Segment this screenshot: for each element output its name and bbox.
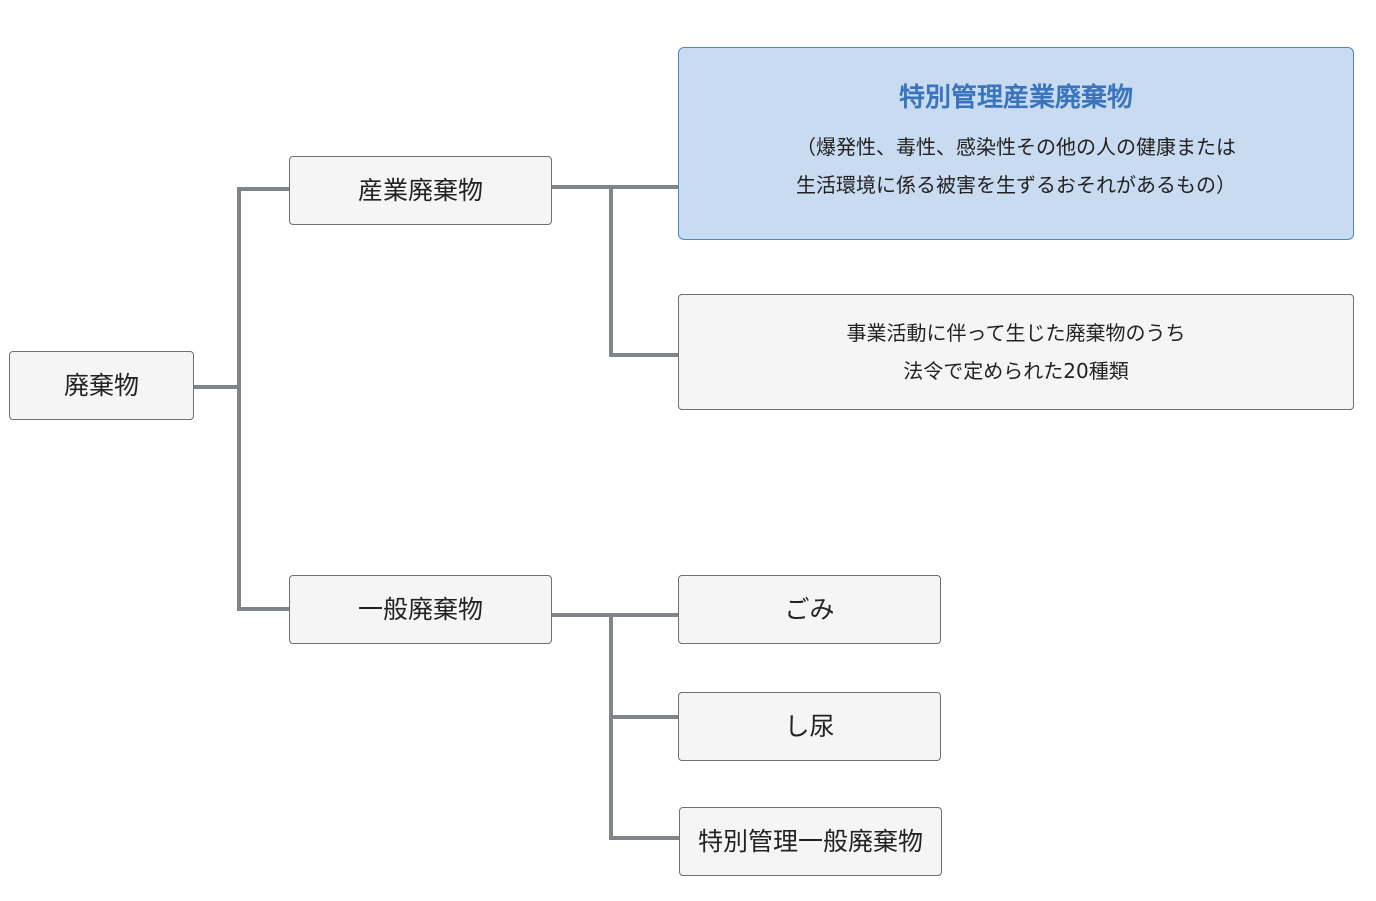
node-special-industrial-desc-line2: 生活環境に係る被害を生ずるおそれがあるもの） — [796, 173, 1236, 198]
node-waste-label: 廃棄物 — [63, 370, 139, 400]
node-special-industrial-waste: 特別管理産業廃棄物 （爆発性、毒性、感染性その他の人の健康または 生活環境に係る… — [678, 47, 1354, 240]
node-general-waste: 一般廃棄物 — [289, 575, 552, 644]
node-general-waste-label: 一般廃棄物 — [357, 594, 483, 624]
node-human-waste: し尿 — [678, 692, 941, 761]
node-special-general-waste: 特別管理一般廃棄物 — [679, 807, 942, 876]
node-industrial-waste: 産業廃棄物 — [289, 156, 552, 225]
node-special-industrial-desc-line1: （爆発性、毒性、感染性その他の人の健康または — [796, 135, 1236, 160]
node-waste: 廃棄物 — [9, 351, 194, 420]
node-human-waste-label: し尿 — [784, 711, 835, 741]
node-industrial-definition-line2: 法令で定められた20種類 — [903, 359, 1129, 383]
node-special-general-waste-label: 特別管理一般廃棄物 — [697, 826, 923, 856]
node-special-industrial-title: 特別管理産業廃棄物 — [898, 82, 1133, 113]
node-garbage-label: ごみ — [784, 594, 835, 624]
node-industrial-definition-line1: 事業活動に伴って生じた廃棄物のうち — [846, 321, 1186, 345]
node-garbage: ごみ — [678, 575, 941, 644]
node-industrial-waste-label: 産業廃棄物 — [357, 175, 483, 205]
node-industrial-definition: 事業活動に伴って生じた廃棄物のうち 法令で定められた20種類 — [678, 294, 1354, 410]
